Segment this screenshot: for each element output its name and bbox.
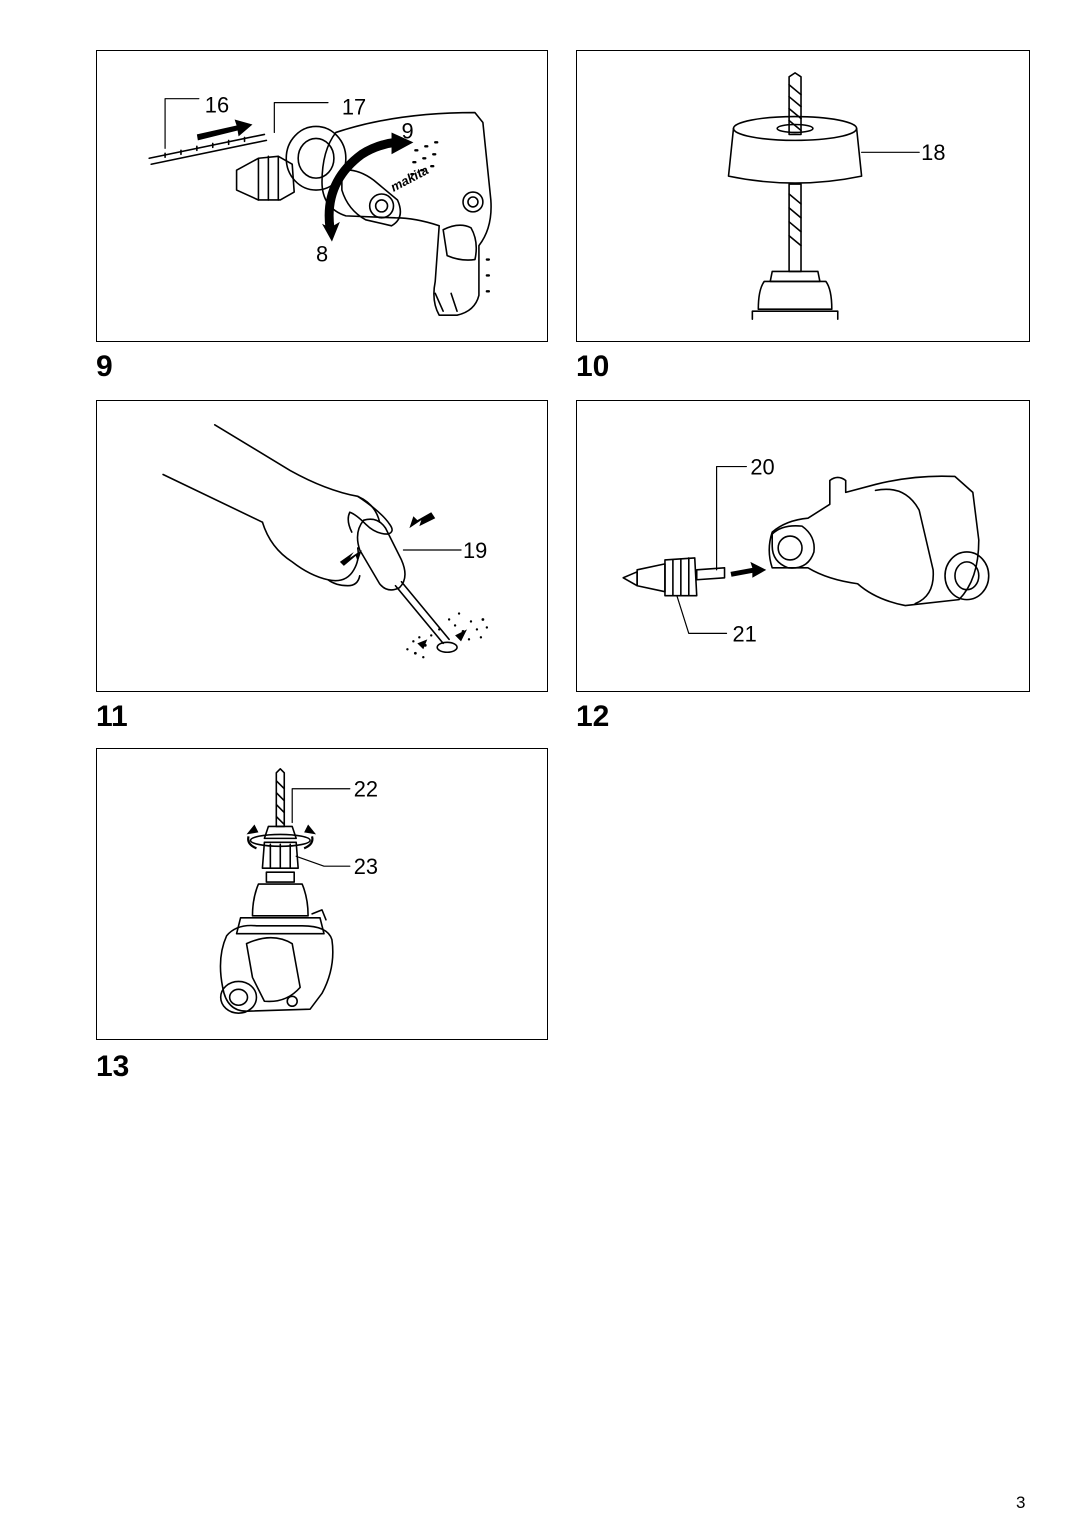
figure-10-panel: 18 (576, 50, 1030, 342)
figure-13-number: 13 (96, 1050, 130, 1083)
figure-9-number: 9 (96, 350, 113, 383)
figure-10-number: 10 (576, 350, 610, 383)
figure-11-number: 11 (96, 700, 128, 733)
callout-8: 8 (316, 242, 328, 267)
dust-cup-illustration: 18 (727, 72, 945, 320)
brand-logo: makita (388, 162, 431, 194)
callout-21: 21 (732, 621, 756, 646)
keyless-chuck-adapter-illustration: 20 21 (622, 454, 990, 646)
blow-out-bulb-illustration: 19 (162, 424, 489, 659)
figure-12-number: 12 (576, 700, 610, 733)
drill-side-handle-illustration: 16 17 9 8 makita (148, 93, 492, 316)
callout-19: 19 (463, 538, 487, 563)
figure-12-panel: 20 21 (576, 400, 1030, 692)
figure-9-panel: 16 17 9 8 makita (96, 50, 548, 342)
callout-9: 9 (401, 118, 413, 143)
page-number: 3 (1016, 1493, 1026, 1512)
figure-11-panel: 19 (96, 400, 548, 692)
callout-18: 18 (921, 140, 945, 165)
callout-20: 20 (750, 454, 774, 479)
figure-13-panel: 22 23 (96, 748, 548, 1040)
callout-16: 16 (205, 93, 229, 118)
callout-22: 22 (354, 777, 378, 802)
chuck-tightening-illustration: 22 23 (219, 768, 378, 1014)
callout-17: 17 (342, 95, 366, 120)
callout-23: 23 (354, 854, 378, 879)
